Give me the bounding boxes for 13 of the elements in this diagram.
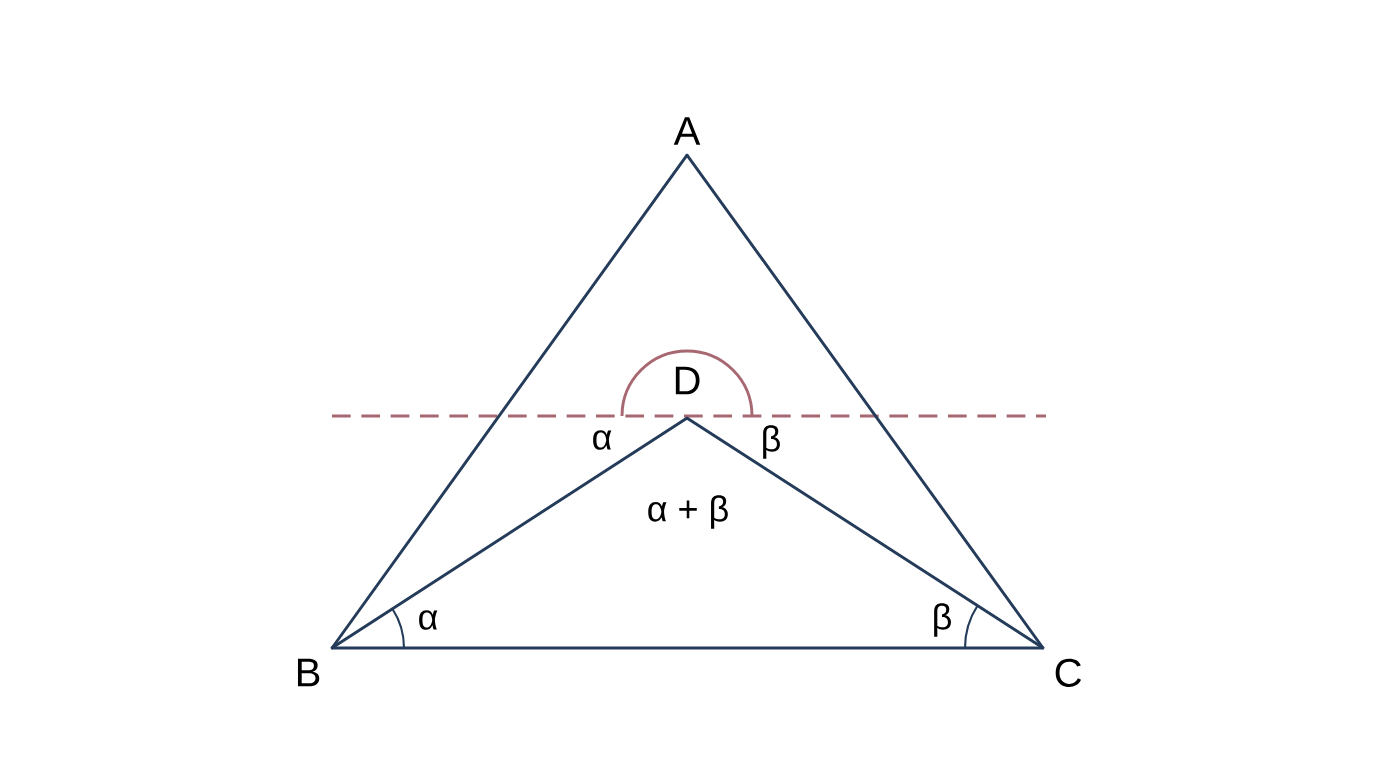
triangle-side — [330, 153, 689, 650]
vertex-point: C — [1055, 658, 1081, 687]
triangle-side — [685, 153, 1045, 650]
angle-label: α + β — [648, 495, 728, 529]
angle-label: α — [593, 430, 612, 450]
angle-label: β — [763, 425, 780, 459]
vertex-point: B — [298, 658, 320, 687]
vertex-point: A — [673, 117, 701, 145]
angle-label: β — [934, 603, 951, 637]
triangle-side — [330, 416, 689, 650]
angle-label: α — [419, 610, 438, 630]
vertex-point: D — [675, 366, 700, 395]
triangle-side — [685, 416, 1045, 650]
